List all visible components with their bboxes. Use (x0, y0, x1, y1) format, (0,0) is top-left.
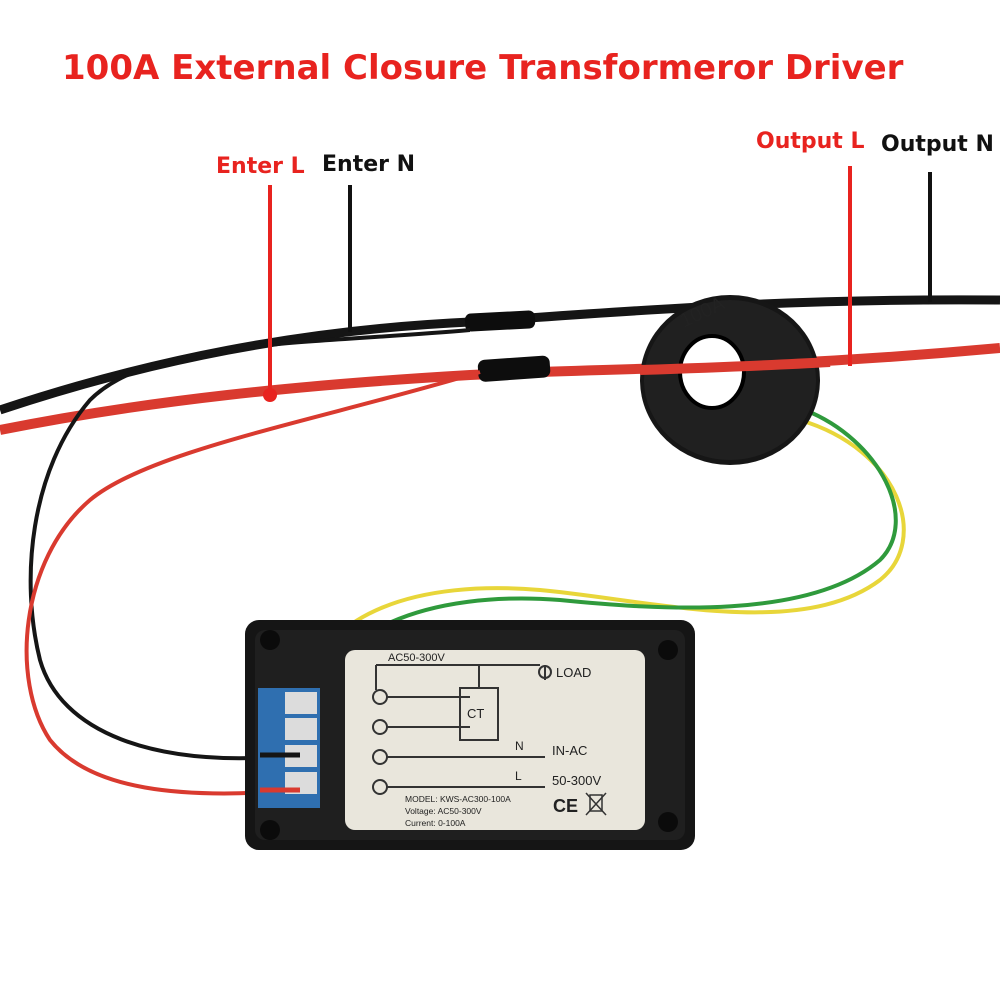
n-text: N (515, 739, 524, 753)
line-through-ct (639, 357, 831, 375)
supply-text: AC50-300V (388, 652, 446, 664)
meter-module: AC50-300V LOAD CT N IN-AC L 50-300V MODE… (245, 620, 695, 850)
weee-bin-icon (585, 792, 607, 816)
mount-hole-br (658, 812, 678, 832)
ct-yellow-wire (298, 418, 906, 701)
ce-mark: CE (553, 796, 578, 816)
enter-n-label: Enter N (322, 152, 416, 177)
range-text: 50-300V (552, 773, 601, 788)
enter-l-label: Enter L (216, 154, 305, 179)
mount-hole-bl (260, 820, 280, 840)
red-branch-wire (24, 370, 481, 796)
model-text: MODEL: KWS-AC300-100A (405, 794, 511, 804)
load-text: LOAD (556, 665, 591, 680)
ct-ring: 100A (640, 292, 820, 465)
l-text: L (515, 769, 522, 783)
output-n-label: Output N (881, 132, 994, 157)
ct-text: CT (467, 706, 484, 721)
enter-l-dot (263, 388, 277, 402)
heat-shrink-black (464, 310, 536, 332)
heat-shrink-red (477, 355, 551, 382)
mount-hole-tl (260, 630, 280, 650)
in-ac-text: IN-AC (552, 743, 587, 758)
current-text: Current: 0-100A (405, 818, 466, 828)
output-l-label: Output L (756, 129, 865, 154)
voltage-text: Voltage: AC50-300V (405, 806, 482, 816)
black-branch-wire (28, 328, 471, 761)
mount-hole-tr (658, 640, 678, 660)
diagram-title: 100A External Closure Transformeror Driv… (62, 48, 904, 88)
